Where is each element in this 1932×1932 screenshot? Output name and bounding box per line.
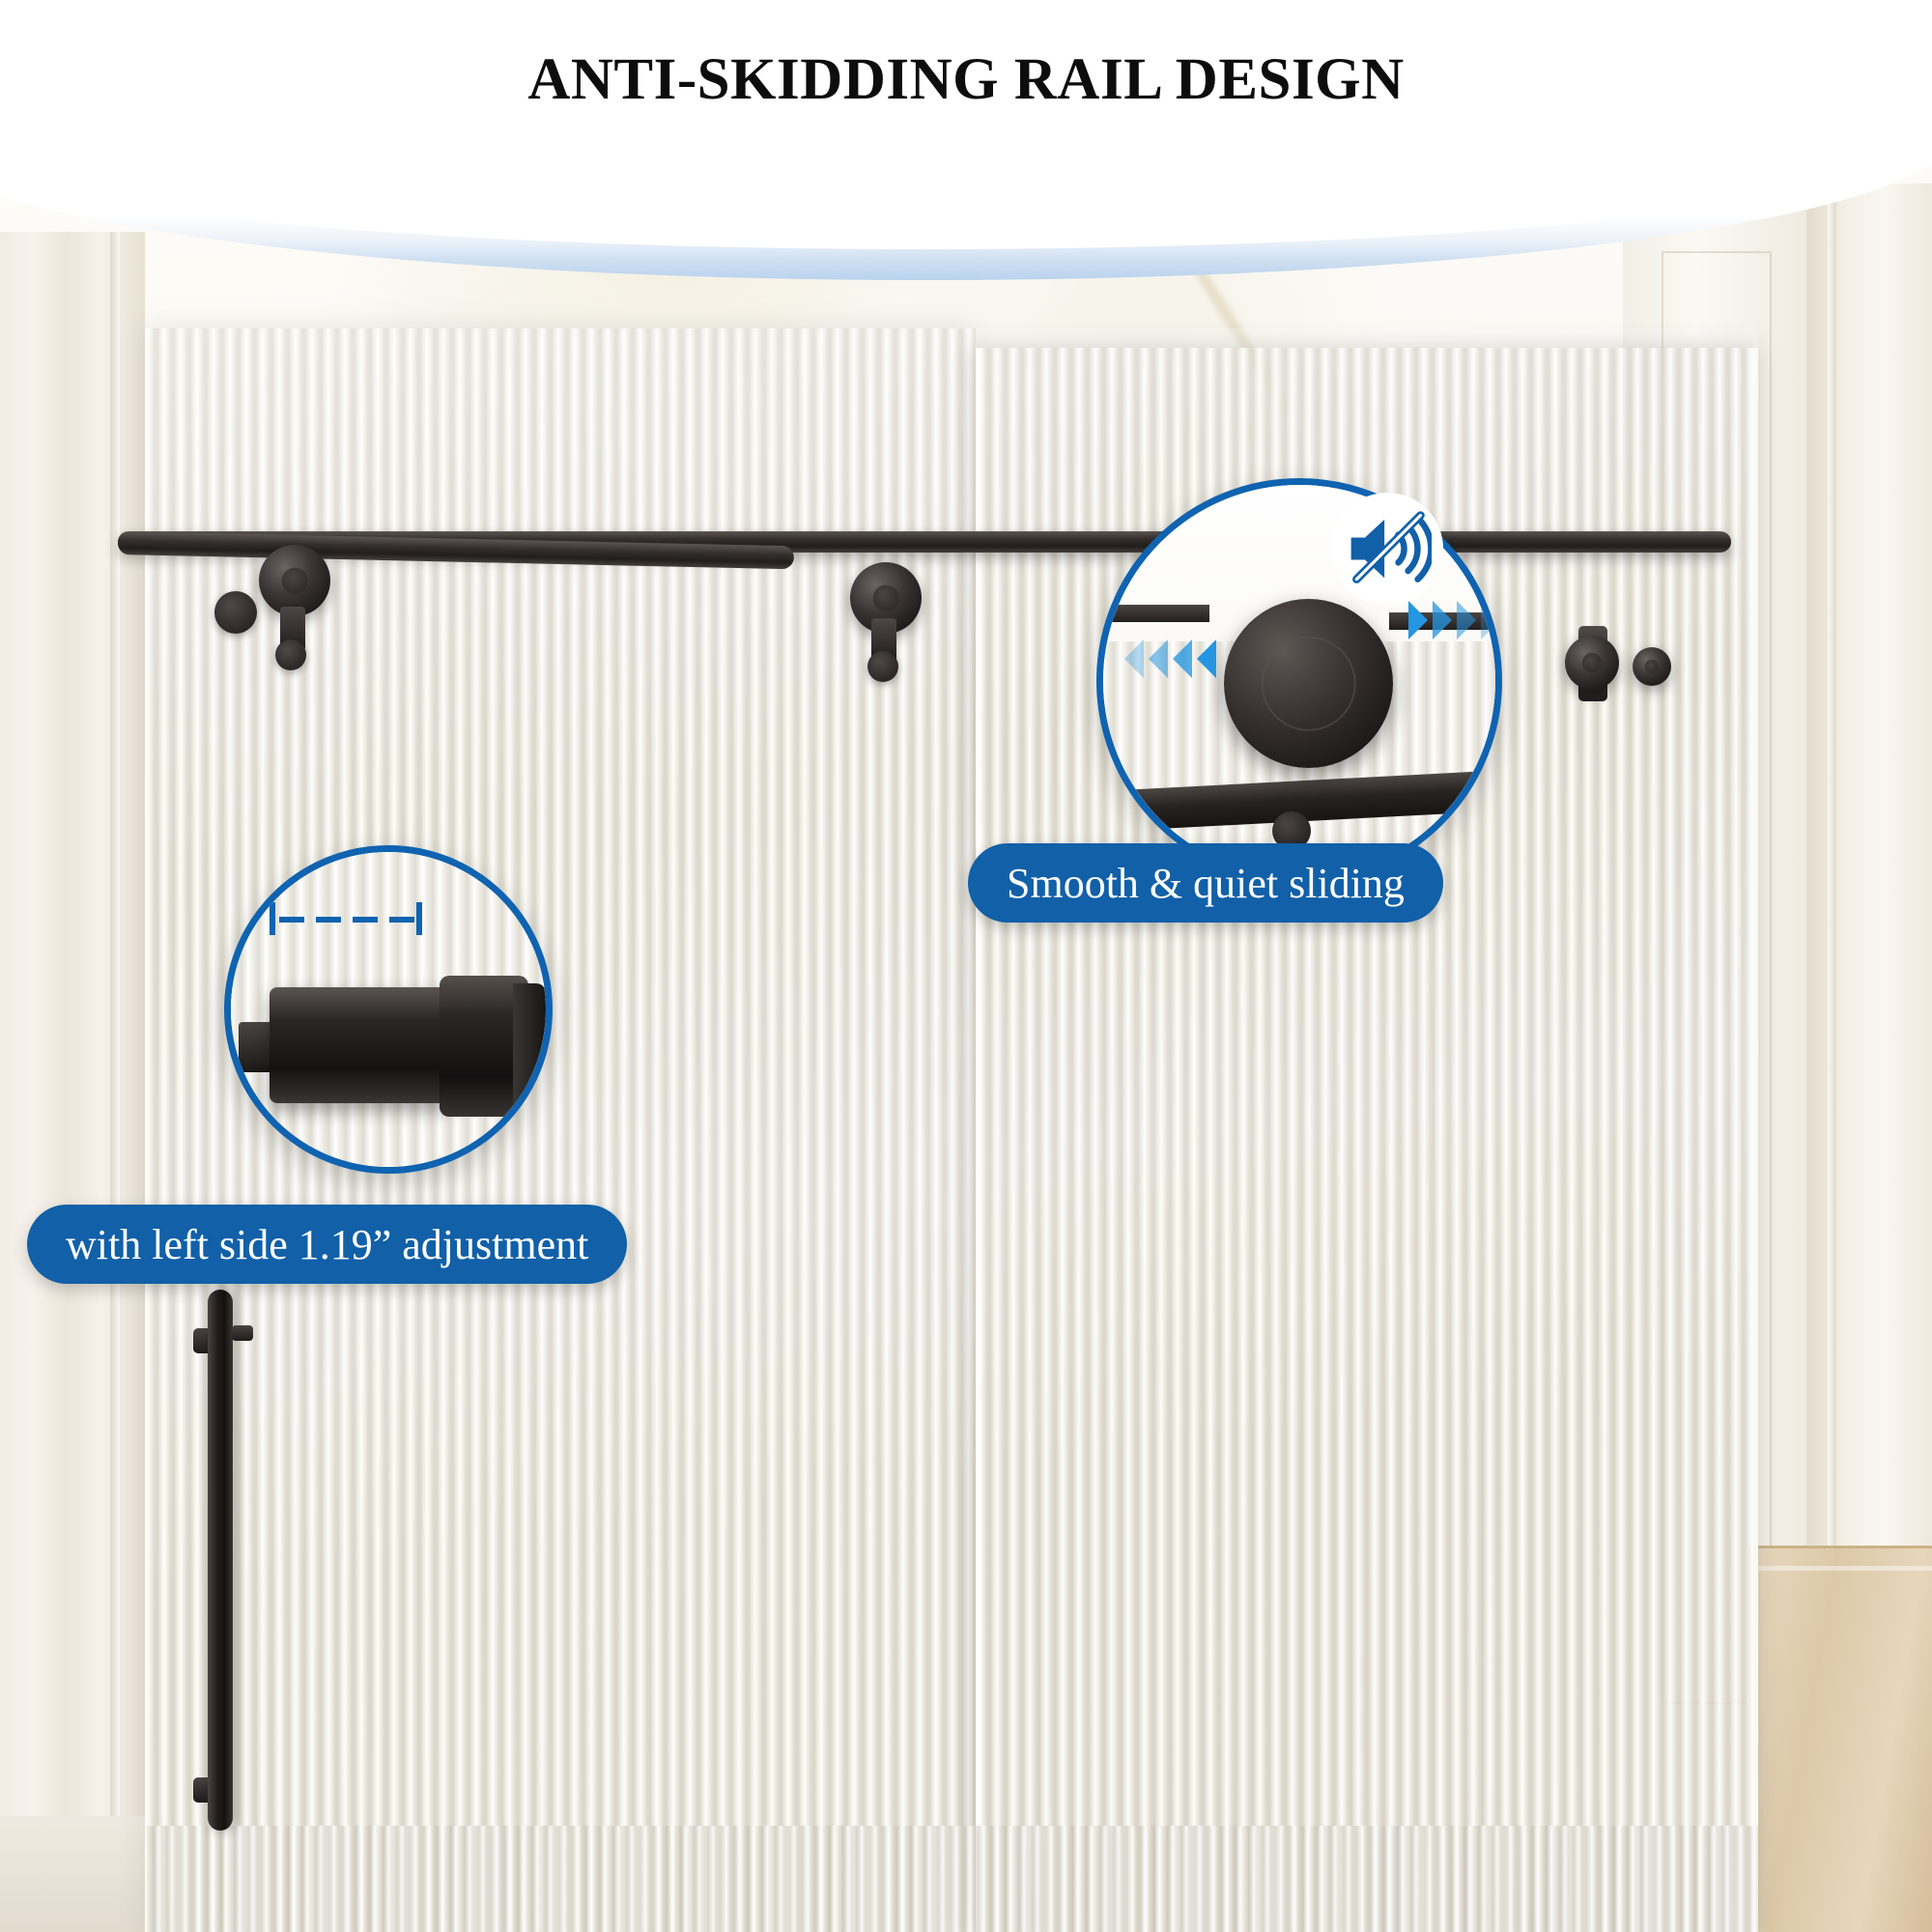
- roller-bolt-left: [275, 639, 306, 670]
- magnifier-adjustment-detail: [224, 845, 553, 1174]
- callout-label-left-adjustment: with left side 1.19” adjustment: [27, 1205, 628, 1284]
- roller-wheel-far-right: [1633, 647, 1671, 686]
- arch-accent-curve: [0, 145, 1932, 299]
- product-photo-scene: Smooth & quiet sliding with left side 1.…: [0, 145, 1932, 1932]
- adjustment-cylinder-body: [270, 987, 453, 1103]
- callout-label-text: Smooth & quiet sliding: [1007, 859, 1405, 907]
- chevron-right-icon: [1408, 601, 1428, 639]
- dimension-dash: [389, 917, 414, 923]
- chevron-right-icon: [1457, 601, 1476, 639]
- dimension-dash: [353, 917, 378, 923]
- magnifier-rail-segment-left: [1103, 605, 1209, 622]
- page-title: ANTI-SKIDDING RAIL DESIGN: [527, 47, 1405, 112]
- roller-wheel-left: [259, 545, 330, 616]
- chevron-left-icon: [1197, 639, 1216, 678]
- chevron-left-icon: [1173, 639, 1192, 678]
- chevron-left-icon: [1149, 639, 1168, 678]
- door-handle: [208, 1290, 233, 1831]
- dimension-dash: [279, 917, 304, 923]
- adjustment-cylinder-cap: [513, 983, 546, 1109]
- callout-label-text: with left side 1.19” adjustment: [66, 1220, 589, 1268]
- dimension-bracket-icon: [270, 902, 422, 937]
- chevron-right-icon: [1481, 601, 1495, 639]
- dimension-dash: [316, 917, 341, 923]
- dimension-tick-right: [416, 902, 422, 935]
- chevron-arrows-left: [1124, 639, 1216, 678]
- roller-bolt-center: [867, 651, 898, 682]
- magnifier-roller-wheel: [1224, 599, 1393, 768]
- roller-wheel-right: [1565, 636, 1619, 690]
- dimension-tick-left: [270, 902, 275, 935]
- mute-speaker-icon: [1331, 493, 1443, 605]
- rail-stud: [214, 591, 257, 634]
- chevron-right-icon: [1433, 601, 1452, 639]
- callout-label-smooth-quiet: Smooth & quiet sliding: [968, 843, 1443, 923]
- left-wall-trim: [0, 232, 145, 1932]
- chevron-left-icon: [1124, 639, 1144, 678]
- glass-bottom-band: [145, 1826, 1758, 1932]
- handle-nub: [232, 1325, 253, 1341]
- wood-cabinet: [1748, 1546, 1932, 1932]
- chevron-arrows-right: [1408, 601, 1495, 639]
